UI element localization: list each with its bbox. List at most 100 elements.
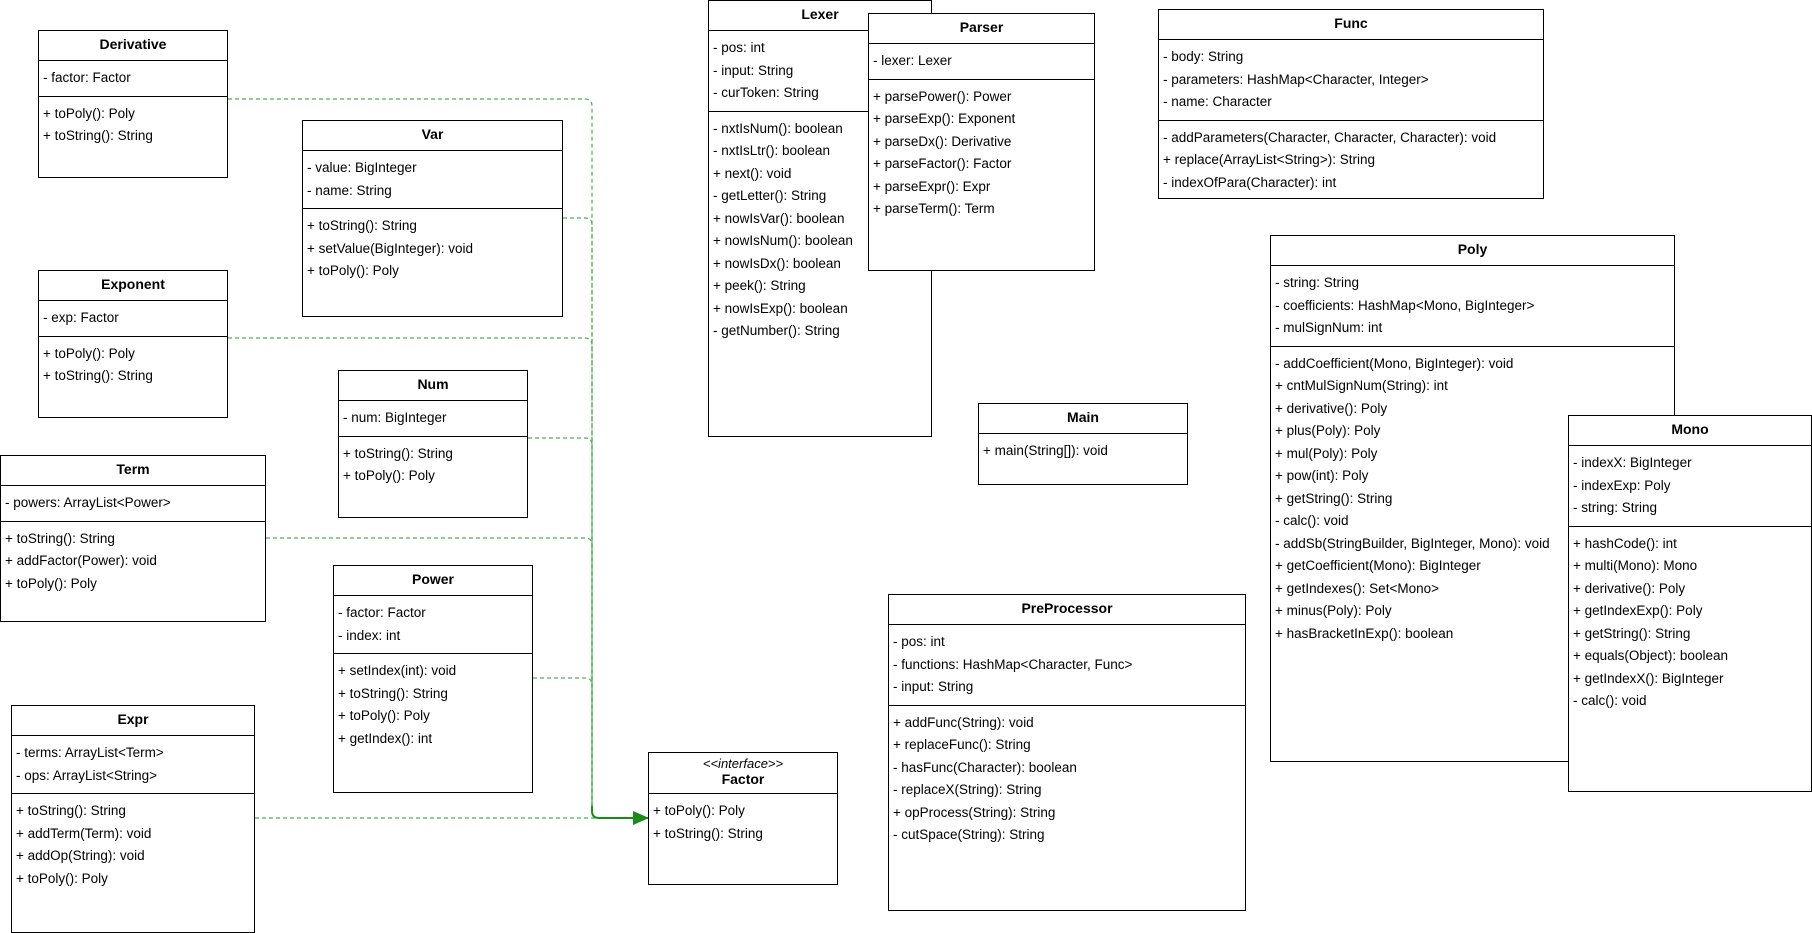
method-equals: + equals(Object): boolean [1573, 648, 1728, 663]
attributes-section: - factor: Factor- index: int [334, 596, 532, 654]
method-indexofpara: - indexOfPara(Character): int [1163, 174, 1337, 190]
attributes-section: - value: BigInteger - name: String [303, 151, 562, 209]
attribute-num: - num: BigInteger [343, 410, 447, 425]
attributes-section: - pos: int - functions: HashMap<Character… [889, 625, 1245, 706]
method-topoly: + toPoly(): Poly [43, 345, 135, 361]
class-header: Exponent [39, 271, 227, 301]
method-replacefunc: + replaceFunc(): String [893, 737, 1031, 752]
class-derivative[interactable]: Derivative- factor: Factor+ toPoly(): Po… [38, 30, 228, 178]
attribute-mulsignnum: - mulSignNum: int [1275, 320, 1383, 335]
method-nowisvar: + nowIsVar(): boolean [713, 210, 845, 226]
method-next: + next(): void [713, 165, 792, 181]
method-multi: + multi(Mono): Mono [1573, 558, 1698, 573]
class-name: Num [417, 376, 449, 392]
class-factor[interactable]: <<interface>>Factor + toPoly(): Poly+ toS… [648, 752, 838, 885]
edge-power-factor [533, 677, 593, 808]
method-parsedx: + parseDx(): Derivative [873, 133, 1012, 149]
attribute-input: - input: String [713, 62, 794, 78]
attribute-string: - string: String [1275, 275, 1360, 290]
method-parseexp: + parseExp(): Exponent [873, 111, 1016, 126]
method-tostring: + toString(): String [5, 530, 115, 546]
class-header: Parser [869, 14, 1094, 44]
method-nowisnum: + nowIsNum(): boolean [713, 233, 853, 248]
method-getstring: + getString(): String [1275, 490, 1393, 506]
method-topoly: + toPoly(): Poly [653, 803, 745, 818]
method-getnumber: - getNumber(): String [713, 323, 840, 338]
class-func[interactable]: Func- body: String- parameters: HashMap<… [1158, 9, 1544, 199]
method-derivative: + derivative(): Poly [1275, 400, 1388, 416]
class-term[interactable]: Term- powers: ArrayList<Power>+ toString… [0, 455, 266, 622]
attribute-ops: - ops: ArrayList<String> [16, 767, 158, 783]
method-addsb: - addSb(StringBuilder, BigInteger, Mono)… [1275, 535, 1550, 551]
attribute-indexexp: - indexExp: Poly [1573, 477, 1671, 493]
attribute-name: - name: String [307, 182, 392, 198]
class-name: Expr [117, 711, 149, 727]
stereotype-label: <<interface>> [702, 756, 784, 771]
attributes-section: - pos: int- input: String- curToken: Str… [709, 31, 931, 112]
class-mono[interactable]: Mono - indexX: BigInteger - indexExp: Poly… [1568, 415, 1812, 792]
attributes-section: - factor: Factor [39, 61, 227, 97]
class-parser[interactable]: Parser - lexer: Lexer + parsePower(): Powe… [868, 13, 1095, 271]
method-getletter: - getLetter(): String [713, 188, 827, 203]
method-minus: + minus(Poly): Poly [1275, 603, 1392, 618]
class-name: Var [421, 126, 444, 142]
methods-section: + toString(): String+ addFactor(Power): … [1, 522, 265, 602]
class-preprocessor[interactable]: PreProcessor - pos: int - functions: HashM… [888, 594, 1246, 911]
class-header: Var [303, 121, 562, 151]
attributes-section: - terms: ArrayList<Term> - ops: ArrayList… [12, 736, 254, 794]
method-calc: - calc(): void [1275, 513, 1349, 528]
method-addterm: + addTerm(Term): void [16, 825, 152, 841]
attribute-value: - value: BigInteger [307, 160, 417, 175]
methods-section: + toString(): String+ toPoly(): Poly [339, 437, 527, 494]
methods-section: + setIndex(int): void+ toString(): Strin… [334, 654, 532, 756]
class-header: Main [979, 404, 1187, 434]
class-name: Parser [959, 19, 1004, 35]
attribute-terms: - terms: ArrayList<Term> [16, 745, 164, 760]
method-tostring: + toString(): String [43, 128, 153, 143]
attribute-indexx: - indexX: BigInteger [1573, 455, 1692, 470]
class-power[interactable]: Power- factor: Factor- index: int+ setIn… [333, 565, 533, 793]
method-pow: + pow(int): Poly [1275, 468, 1369, 483]
method-replacex: - replaceX(String): String [893, 782, 1042, 797]
class-name: Term [116, 461, 150, 477]
method-nowisexp: + nowIsExp(): boolean [713, 300, 848, 316]
class-name: Mono [1671, 421, 1709, 437]
attribute-index: - index: int [338, 627, 401, 643]
method-topoly: + toPoly(): Poly [307, 263, 399, 278]
method-getindexes: + getIndexes(): Set<Mono> [1275, 580, 1439, 596]
class-header: Func [1159, 10, 1543, 40]
class-header: Term [1, 456, 265, 486]
class-lexer[interactable]: Lexer - pos: int- input: String- curToken… [708, 0, 932, 437]
attributes-section: - body: String- parameters: HashMap<Char… [1159, 40, 1543, 121]
class-expr[interactable]: Expr - terms: ArrayList<Term> - ops: Array… [11, 705, 255, 933]
class-name: Lexer [801, 6, 839, 22]
class-name: Factor [721, 771, 765, 787]
method-tostring: + toString(): String [338, 685, 448, 701]
realization-arrow-factor [591, 806, 649, 825]
attribute-pos: - pos: int [893, 634, 945, 649]
class-name: PreProcessor [1021, 600, 1113, 616]
attributes-section: - string: String- coefficients: HashMap<… [1271, 266, 1674, 347]
methods-section: + toPoly(): Poly+ toString(): String [39, 97, 227, 154]
class-exponent[interactable]: Exponent- exp: Factor+ toPoly(): Poly+ t… [38, 270, 228, 418]
class-main[interactable]: Main+ main(String[]): void [978, 403, 1188, 485]
attribute-functions: - functions: HashMap<Character, Func> [893, 656, 1133, 672]
attribute-lexer: - lexer: Lexer [873, 53, 952, 68]
class-header: Poly [1271, 236, 1674, 266]
method-tostring: + toString(): String [16, 803, 126, 818]
edge-var-factor [563, 217, 593, 808]
class-var[interactable]: Var - value: BigInteger - name: String + to… [302, 120, 563, 317]
class-header: Power [334, 566, 532, 596]
methods-section: + parsePower(): Power+ parseExp(): Expon… [869, 80, 1094, 227]
methods-section: + toPoly(): Poly+ toString(): String [649, 794, 837, 851]
class-header: Expr [12, 706, 254, 736]
method-opprocess: + opProcess(String): String [893, 804, 1056, 820]
method-getindex: + getIndex(): int [338, 730, 433, 746]
method-setvalue: + setValue(BigInteger): void [307, 240, 473, 256]
class-name: Poly [1457, 241, 1488, 257]
class-num[interactable]: Num - num: BigInteger + toString(): String… [338, 370, 528, 518]
method-plus: + plus(Poly): Poly [1275, 423, 1381, 438]
methods-section: - nxtIsNum(): boolean- nxtIsLtr(): boole… [709, 112, 931, 349]
edge-num-factor [528, 437, 593, 808]
method-parseterm: + parseTerm(): Term [873, 201, 995, 216]
